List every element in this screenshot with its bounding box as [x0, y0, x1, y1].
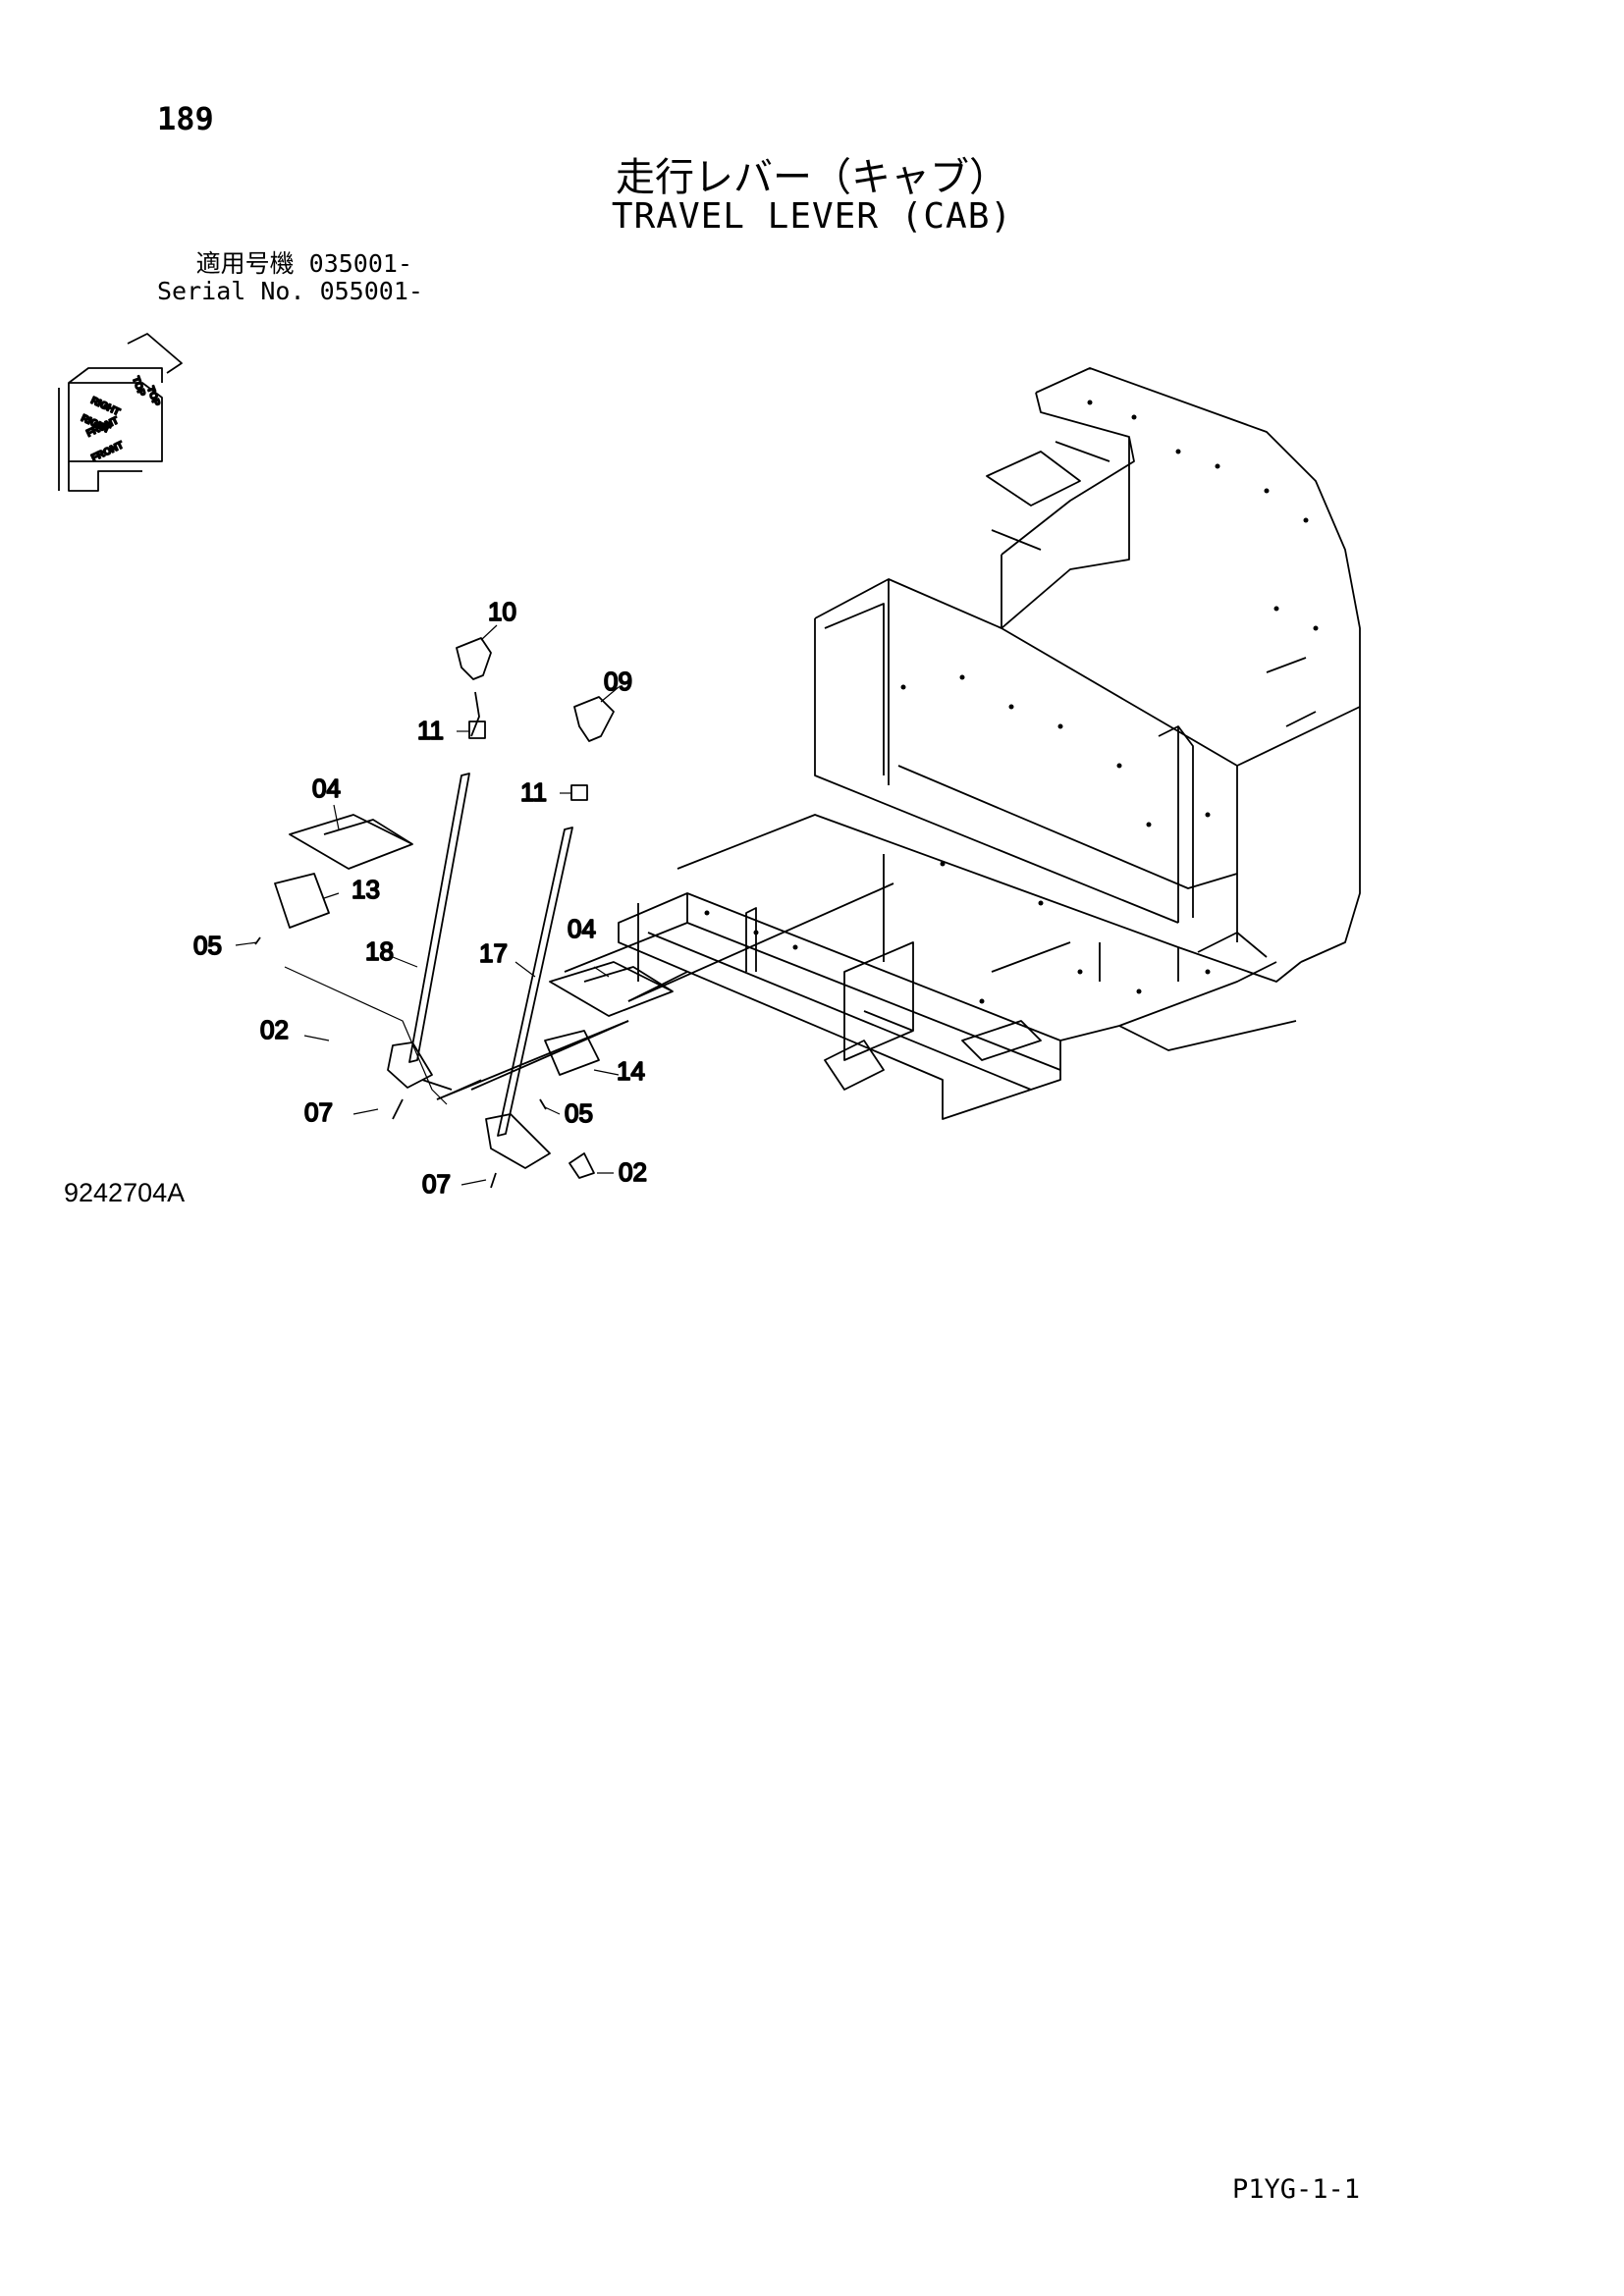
orientation-indicator-icon: TOP RIGHT FRONT FRONT RIGHT TOP: [58, 333, 183, 492]
callout-14: 14: [617, 1056, 645, 1086]
drawing-code: 9242704A: [64, 1178, 186, 1207]
callout-11-right: 11: [520, 777, 547, 807]
lever-knob-10: [456, 637, 492, 680]
right-lever-assembly: [485, 696, 615, 1189]
serial-label-jp: 適用号機: [195, 249, 295, 278]
serial-value-jp: 035001-: [308, 249, 412, 278]
orient-label-front-2: FRONT: [90, 440, 126, 464]
bracket-13: [274, 873, 330, 929]
callout-17: 17: [479, 938, 508, 968]
callout-05-right: 05: [565, 1098, 593, 1128]
serial-value-en: 055001-: [319, 277, 423, 305]
serial-block: 適用号機 035001- Serial No. 055001-: [157, 250, 423, 305]
leader-lines: [235, 624, 620, 1186]
lever-18: [408, 773, 470, 1063]
left-lever-assembly: [387, 637, 492, 1120]
callout-02-left: 02: [260, 1015, 289, 1044]
pedal-assembly-right: [539, 961, 674, 1110]
serial-label-en: Serial No.: [157, 277, 305, 305]
title-japanese: 走行レバー（キャブ）: [616, 155, 1008, 200]
cab-frame: [421, 367, 1361, 1120]
title-english: TRAVEL LEVER (CAB): [611, 196, 1013, 237]
lever-17: [497, 827, 573, 1137]
orient-label-top: TOP: [130, 375, 146, 398]
callout-04-left: 04: [312, 774, 341, 803]
callout-04-right: 04: [568, 914, 596, 943]
footer-page-code: P1YG-1-1: [1232, 2174, 1361, 2205]
orient-label-top-2: TOP: [144, 385, 161, 407]
callout-05-left: 05: [193, 931, 222, 960]
callout-07-left: 07: [304, 1097, 333, 1127]
mounting-holes: [704, 400, 1319, 1004]
orient-label-right: RIGHT: [89, 396, 122, 418]
serial-row-en: Serial No. 055001-: [157, 277, 423, 305]
page-number: 189: [157, 100, 214, 137]
callout-10: 10: [488, 597, 516, 626]
bracket-14: [544, 1030, 600, 1076]
lever-knob-09: [573, 696, 615, 742]
nut-11-left: [468, 721, 486, 739]
nut-11-right: [570, 784, 588, 801]
serial-row-jp: 適用号機 035001-: [157, 250, 412, 278]
callout-09: 09: [604, 667, 632, 696]
pedal-assembly-left: [254, 814, 413, 945]
callout-18: 18: [365, 936, 394, 966]
callout-13: 13: [352, 875, 380, 904]
callout-02-right: 02: [619, 1157, 647, 1187]
callout-11-left: 11: [417, 716, 444, 745]
callout-07-right: 07: [422, 1169, 451, 1199]
